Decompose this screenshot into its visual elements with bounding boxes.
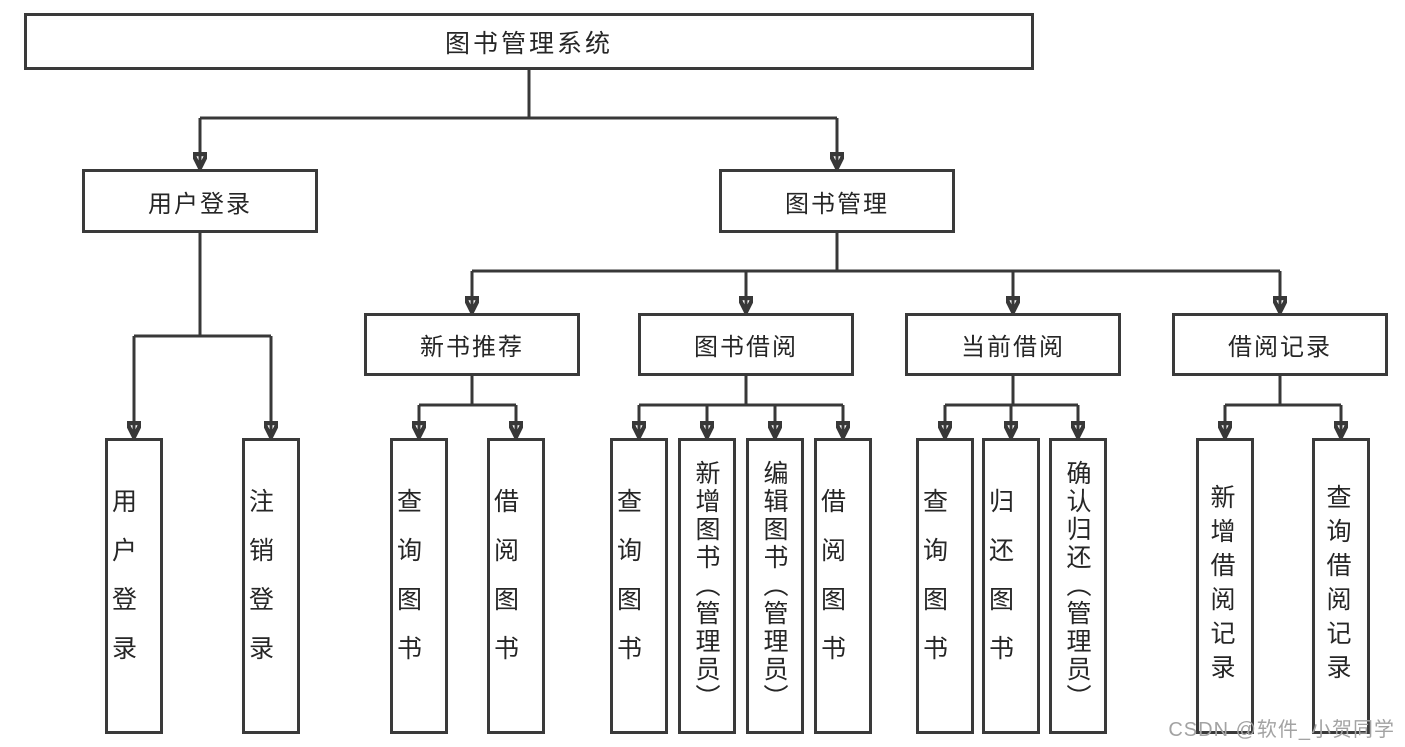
connector-recommend-trunk bbox=[419, 376, 516, 407]
connector-userlogin-trunk bbox=[134, 233, 271, 338]
leaf-user-login: 用户登录 bbox=[105, 438, 163, 734]
connector-bookmgmt-trunk bbox=[472, 233, 1280, 273]
connector-current-trunk bbox=[945, 376, 1078, 407]
leaf-records-add-record: 新增借阅记录 bbox=[1196, 438, 1254, 734]
leaf-recommend-query-book: 查询图书 bbox=[390, 438, 448, 734]
node-book-borrow: 图书借阅 bbox=[638, 313, 854, 376]
leaf-borrow-add-book-admin: 新增图书（管理员） bbox=[678, 438, 736, 734]
node-user-login: 用户登录 bbox=[82, 169, 318, 233]
leaf-current-query-book: 查询图书 bbox=[916, 438, 974, 734]
leaf-recommend-borrow-book: 借阅图书 bbox=[487, 438, 545, 734]
node-borrow-records: 借阅记录 bbox=[1172, 313, 1388, 376]
connector-records-trunk bbox=[1225, 376, 1341, 407]
leaf-logout: 注销登录 bbox=[242, 438, 300, 734]
leaf-borrow-borrow-book: 借阅图书 bbox=[814, 438, 872, 734]
leaf-current-return-book: 归还图书 bbox=[982, 438, 1040, 734]
node-current-borrow: 当前借阅 bbox=[905, 313, 1121, 376]
leaf-current-confirm-return-admin: 确认归还（管理员） bbox=[1049, 438, 1107, 734]
connector-borrow-trunk bbox=[639, 376, 843, 407]
connector-root-trunk bbox=[200, 70, 837, 120]
leaf-records-query-record: 查询借阅记录 bbox=[1312, 438, 1370, 734]
leaf-borrow-query-book: 查询图书 bbox=[610, 438, 668, 734]
csdn-watermark: CSDN @软件_小贺同学 bbox=[1168, 719, 1395, 741]
node-new-book-recommend: 新书推荐 bbox=[364, 313, 580, 376]
node-library-system: 图书管理系统 bbox=[24, 13, 1034, 70]
leaf-borrow-edit-book-admin: 编辑图书（管理员） bbox=[746, 438, 804, 734]
node-book-management: 图书管理 bbox=[719, 169, 955, 233]
